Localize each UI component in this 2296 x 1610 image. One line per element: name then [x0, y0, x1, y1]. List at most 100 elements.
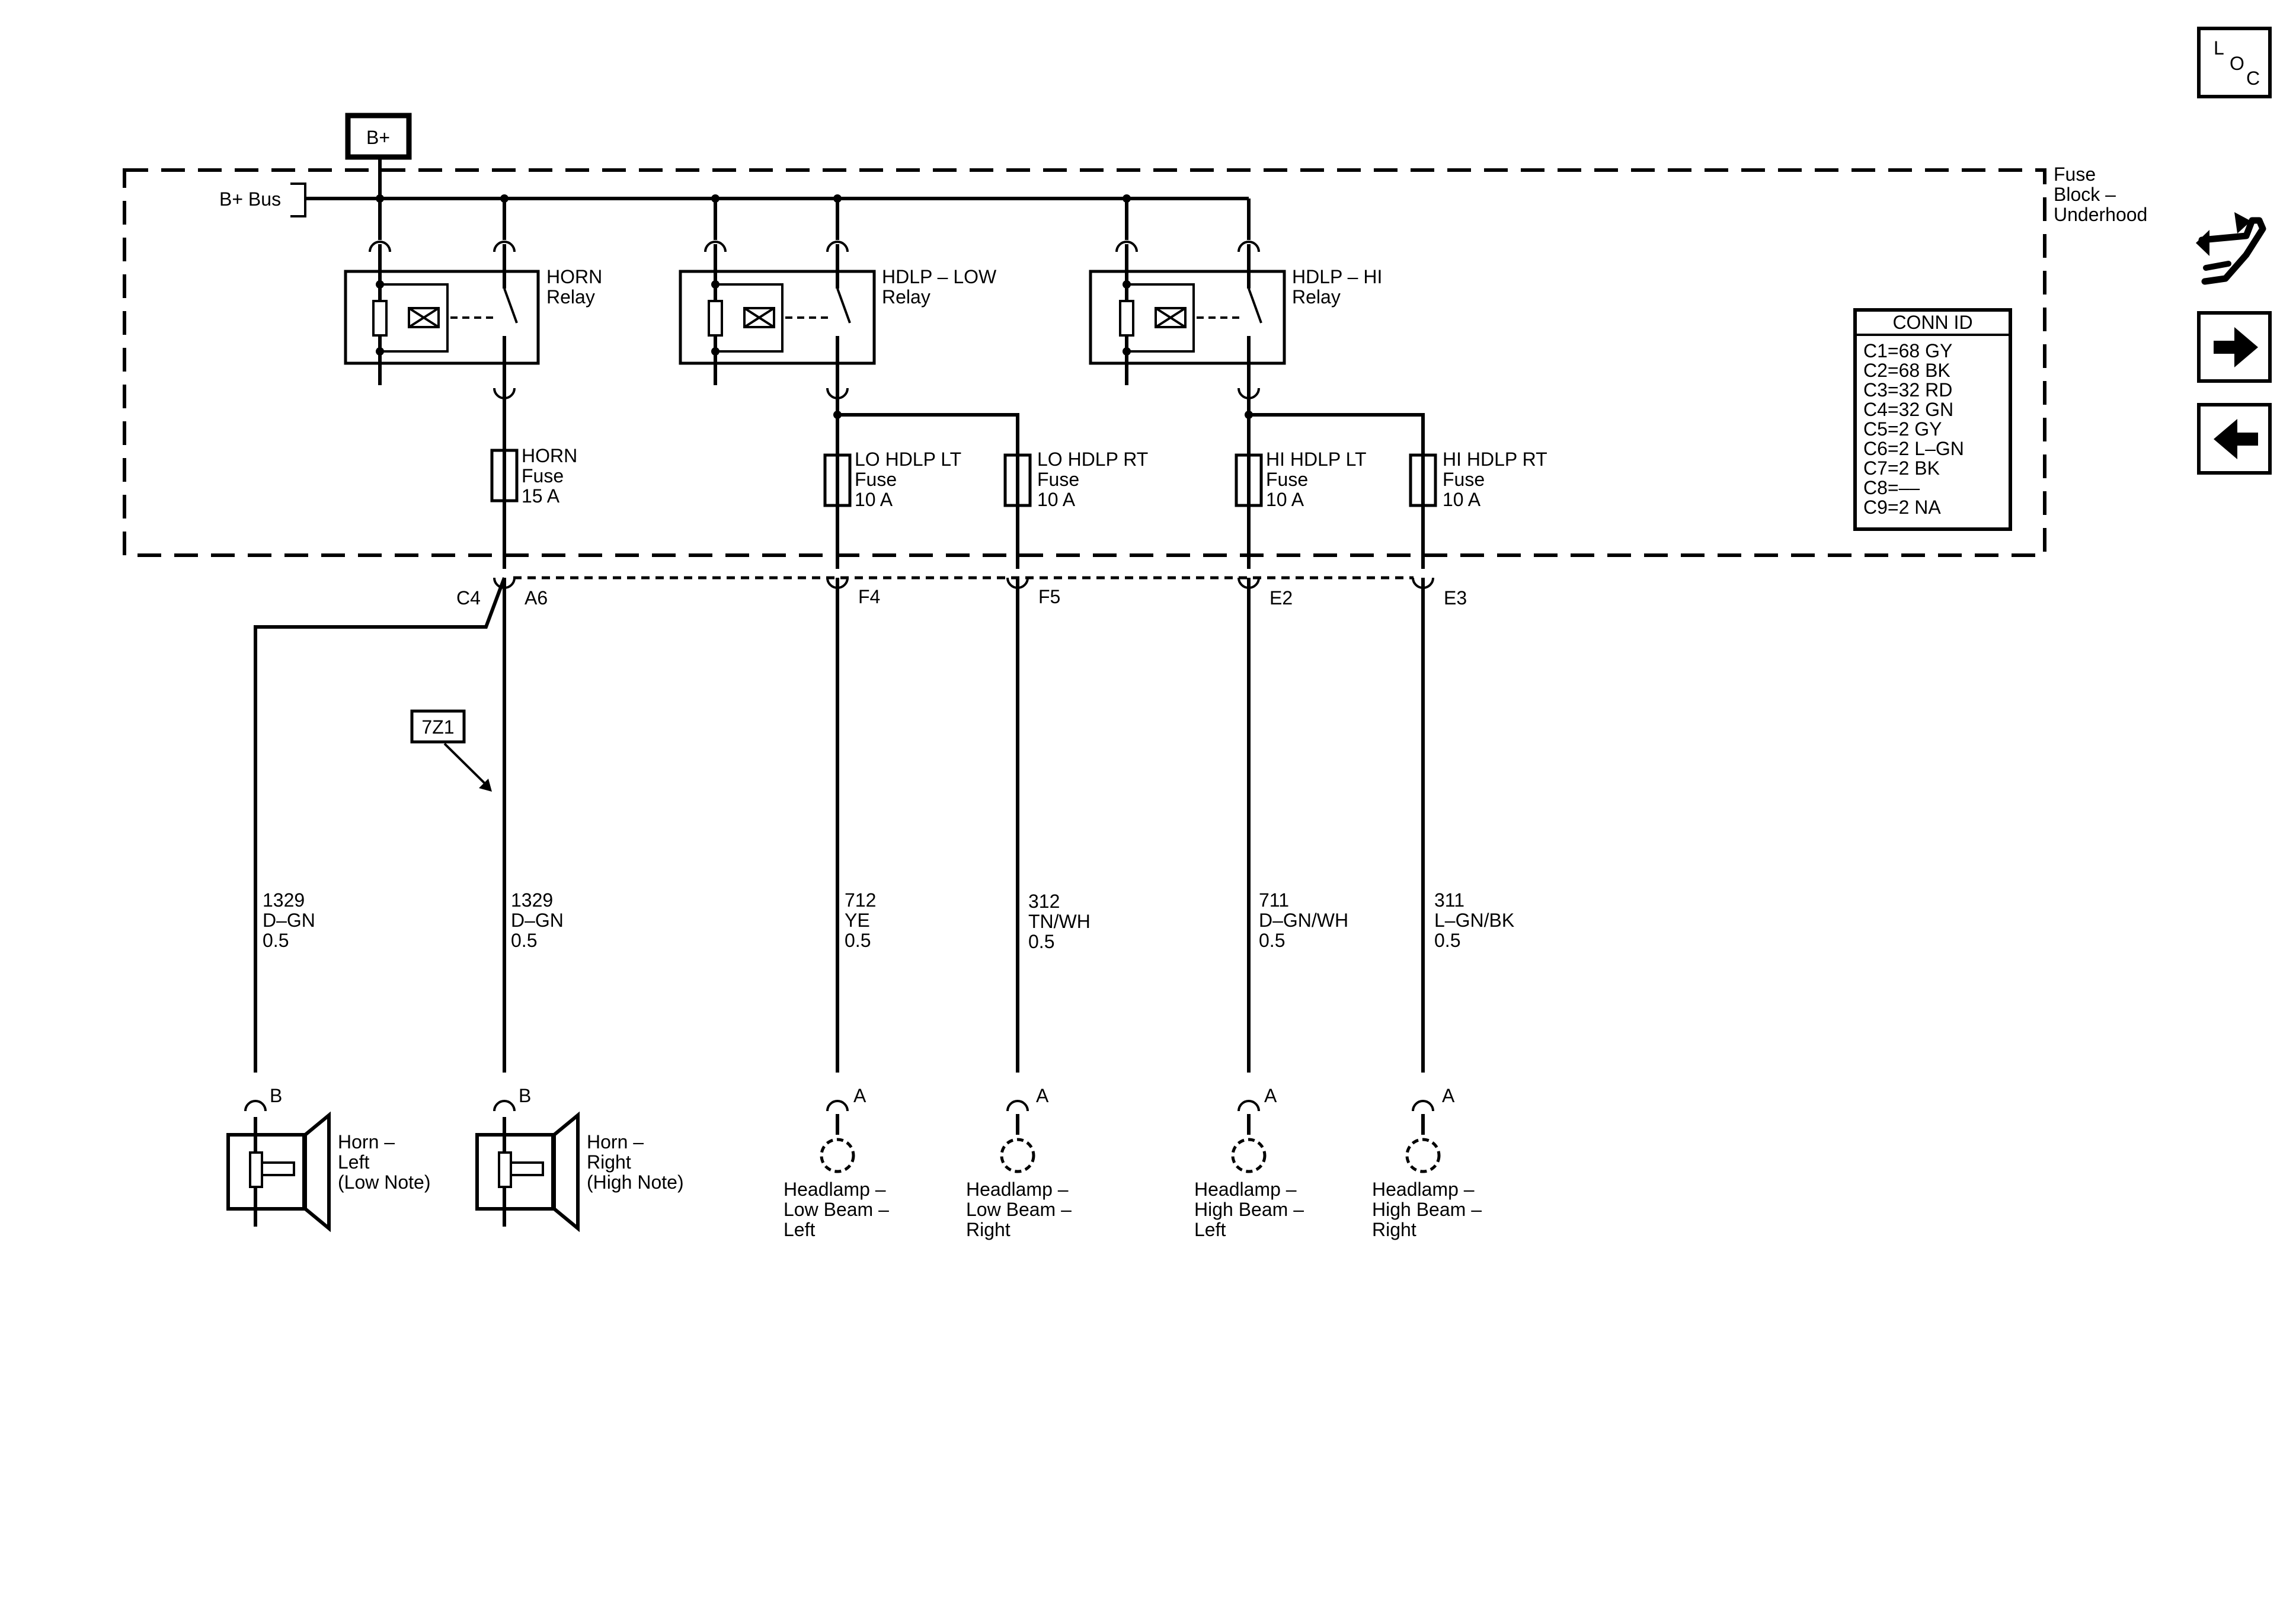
- wire-horn-right: 1329 D–GN 0.5: [503, 578, 564, 1073]
- pin-e3: E3: [1444, 587, 1467, 609]
- hi-hdlp-rt-fuse-label-1: HI HDLP RT: [1443, 449, 1547, 470]
- headlamp-high-right-label-2: High Beam –: [1372, 1199, 1482, 1220]
- splice-pack-callout: 7Z1: [410, 709, 492, 792]
- conn-id-row: C5=2 GY: [1863, 418, 1942, 440]
- loc-letter-o: O: [2230, 53, 2244, 74]
- headlamp-low-right-label-3: Right: [966, 1219, 1011, 1240]
- conn-id-title: CONN ID: [1892, 312, 1972, 333]
- horn-fuse-label-3: 15 A: [522, 485, 560, 507]
- wire-high-beam-left-color: D–GN/WH: [1259, 910, 1348, 931]
- hi-hdlp-lt-fuse-label-2: Fuse: [1266, 469, 1308, 490]
- wire-high-beam-right-size: 0.5: [1434, 930, 1460, 951]
- headlamp-low-right-label-1: Headlamp –: [966, 1179, 1069, 1200]
- lo-hdlp-rt-fuse: LO HDLP RT Fuse 10 A: [1003, 449, 1148, 569]
- harness-icon[interactable]: [2196, 212, 2266, 285]
- lo-hdlp-rt-fuse-label-3: 10 A: [1037, 489, 1076, 510]
- headlamp-low-right-label-2: Low Beam –: [966, 1199, 1072, 1220]
- loc-letter-l: L: [2214, 37, 2224, 59]
- wire-horn-left-size: 0.5: [263, 930, 289, 951]
- horn-relay: HORN Relay: [344, 199, 602, 450]
- hdlp-hi-relay-label-2: Relay: [1292, 286, 1341, 308]
- hi-hdlp-rt-fuse-label-2: Fuse: [1443, 469, 1485, 490]
- headlamp-high-beam-left: A Headlamp – High Beam – Left: [1194, 1085, 1304, 1240]
- horn-right: B Horn – Right (High Note): [475, 1085, 684, 1233]
- hi-hdlp-lt-fuse-label-3: 10 A: [1266, 489, 1304, 510]
- lo-hdlp-rt-fuse-label-1: LO HDLP RT: [1037, 449, 1148, 470]
- pin-e2: E2: [1269, 587, 1293, 609]
- battery-supply-label: B+: [366, 127, 390, 148]
- headlamp-high-left-label-2: High Beam –: [1194, 1199, 1304, 1220]
- wire-low-beam-right: 312 TN/WH 0.5: [1016, 578, 1091, 1073]
- hdlp-hi-relay: HDLP – HI Relay: [1089, 199, 1382, 415]
- conn-id-row: C6=2 L–GN: [1863, 438, 1964, 459]
- conn-id-table: CONN ID C1=68 GY C2=68 BK C3=32 RD C4=32…: [1853, 308, 2012, 531]
- horn-fuse-label-1: HORN: [522, 445, 577, 466]
- headlamp-high-right-label-3: Right: [1372, 1219, 1416, 1240]
- wire-low-beam-right-size: 0.5: [1028, 931, 1054, 952]
- horn-fuse-label-2: Fuse: [522, 465, 564, 486]
- lo-hdlp-lt-fuse: LO HDLP LT Fuse 10 A: [823, 449, 961, 569]
- headlamp-high-right-pin: A: [1442, 1085, 1455, 1106]
- headlamp-low-beam-right: A Headlamp – Low Beam – Right: [966, 1085, 1072, 1240]
- pin-a6: A6: [525, 587, 548, 609]
- wire-high-beam-left-circuit: 711: [1259, 889, 1289, 911]
- pin-c4: C4: [456, 587, 481, 609]
- conn-id-row: C3=32 RD: [1863, 379, 1952, 401]
- wire-low-beam-left-circuit: 712: [845, 889, 876, 911]
- hdlp-low-relay: HDLP – LOW Relay: [679, 199, 997, 415]
- hi-hdlp-lt-fuse: HI HDLP LT Fuse 10 A: [1235, 449, 1367, 569]
- fuse-block-label-2: Block –: [2054, 184, 2116, 205]
- back-arrow-icon[interactable]: [2197, 403, 2272, 475]
- fuse-block-outline: [123, 168, 2046, 557]
- b-plus-bus-label: B+ Bus: [219, 188, 281, 210]
- wire-horn-right-circuit: 1329: [511, 889, 553, 911]
- conn-id-row: C8=––: [1863, 477, 1920, 498]
- horn-relay-label-2: Relay: [546, 286, 595, 308]
- wire-horn-left: 1329 D–GN 0.5: [254, 577, 506, 1073]
- horn-right-pin: B: [519, 1085, 531, 1106]
- horn-relay-label-1: HORN: [546, 266, 602, 287]
- low-beam-split: [833, 411, 1019, 450]
- loc-letter-c: C: [2246, 68, 2260, 89]
- lo-hdlp-lt-fuse-label-1: LO HDLP LT: [855, 449, 961, 470]
- wire-horn-right-size: 0.5: [511, 930, 537, 951]
- headlamp-low-left-pin: A: [853, 1085, 866, 1106]
- wire-horn-left-circuit: 1329: [263, 889, 305, 911]
- wire-high-beam-right-circuit: 311: [1434, 889, 1464, 911]
- headlamp-low-left-label-3: Left: [784, 1219, 815, 1240]
- headlamp-high-right-label-1: Headlamp –: [1372, 1179, 1475, 1200]
- headlamp-low-beam-left: A Headlamp – Low Beam – Left: [784, 1085, 889, 1240]
- hi-hdlp-lt-fuse-label-1: HI HDLP LT: [1266, 449, 1367, 470]
- headlamp-high-left-label-3: Left: [1194, 1219, 1226, 1240]
- hi-hdlp-rt-fuse: HI HDLP RT Fuse 10 A: [1409, 449, 1547, 569]
- conn-id-row: C2=68 BK: [1863, 360, 1950, 381]
- horn-left-pin: B: [270, 1085, 282, 1106]
- fuse-block-connector: C4 A6 F4 F5 E2 E3: [456, 576, 1467, 609]
- fuse-block-label-3: Underhood: [2054, 204, 2147, 225]
- headlamp-low-left-label-1: Headlamp –: [784, 1179, 886, 1200]
- next-arrow-icon[interactable]: [2197, 311, 2272, 383]
- b-plus-bus: B+ Bus: [219, 183, 1249, 217]
- battery-supply: B+: [345, 113, 412, 199]
- lo-hdlp-rt-fuse-label-2: Fuse: [1037, 469, 1079, 490]
- headlamp-low-left-label-2: Low Beam –: [784, 1199, 889, 1220]
- horn-left-label-1: Horn –: [338, 1131, 395, 1153]
- wire-low-beam-right-circuit: 312: [1028, 891, 1060, 912]
- horn-right-label-3: (High Note): [587, 1172, 684, 1193]
- location-icon[interactable]: L O C: [2197, 27, 2272, 98]
- headlamp-low-right-pin: A: [1036, 1085, 1049, 1106]
- splice-pack-label: 7Z1: [421, 716, 454, 738]
- wire-high-beam-left: 711 D–GN/WH 0.5: [1247, 578, 1348, 1073]
- horn-left: B Horn – Left (Low Note): [226, 1085, 431, 1233]
- headlamp-high-beam-right: A Headlamp – High Beam – Right: [1372, 1085, 1482, 1240]
- wire-horn-left-color: D–GN: [263, 910, 315, 931]
- wire-low-beam-left-size: 0.5: [845, 930, 871, 951]
- hi-hdlp-rt-fuse-label-3: 10 A: [1443, 489, 1481, 510]
- wire-low-beam-right-color: TN/WH: [1028, 911, 1091, 932]
- wire-high-beam-right: 311 L–GN/BK 0.5: [1421, 578, 1514, 1073]
- horn-right-label-2: Right: [587, 1151, 631, 1173]
- wire-horn-right-color: D–GN: [511, 910, 564, 931]
- wire-high-beam-left-size: 0.5: [1259, 930, 1285, 951]
- wire-low-beam-left: 712 YE 0.5: [836, 578, 876, 1073]
